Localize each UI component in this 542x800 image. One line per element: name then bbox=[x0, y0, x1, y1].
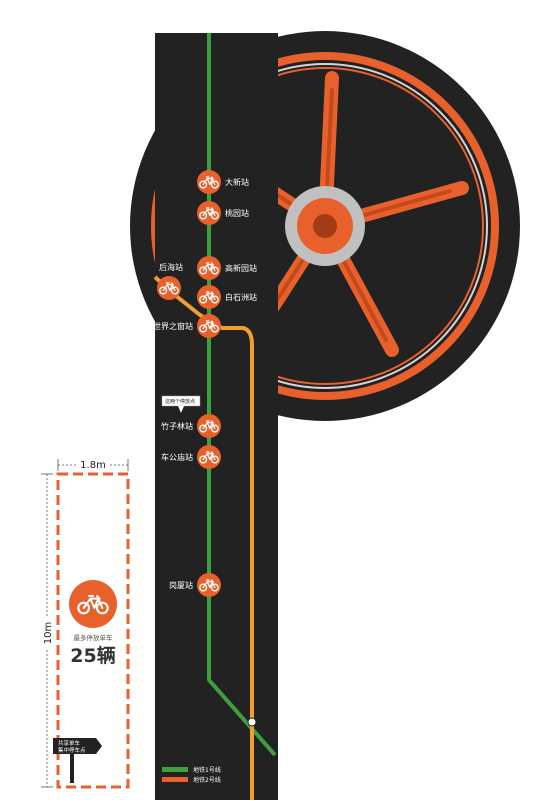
station-houhai: 后海站 bbox=[157, 262, 183, 300]
zone-count: 25辆 bbox=[70, 644, 115, 667]
station-label: 岗厦站 bbox=[169, 580, 193, 590]
station-gaoxinyuan: 高新园站 bbox=[197, 256, 257, 280]
signpost-pole bbox=[70, 745, 74, 783]
station-label: 车公庙站 bbox=[161, 452, 193, 462]
station-label: 世界之窗站 bbox=[153, 321, 193, 331]
zone-height-label: 10m bbox=[43, 622, 54, 644]
station-chegongmiao: 车公庙站 bbox=[161, 445, 221, 469]
station-label: 桃园站 bbox=[225, 208, 249, 218]
station-shijiezhichuang: 世界之窗站 bbox=[153, 314, 221, 338]
station-houhai-label: 后海站 bbox=[159, 262, 183, 272]
signpost-line1: 共享单车 bbox=[58, 739, 81, 747]
legend-line1-swatch bbox=[162, 767, 188, 772]
station-label: 大新站 bbox=[225, 177, 249, 187]
station-label: 白石洲站 bbox=[225, 292, 257, 302]
legend-line1-label: 地铁1号线 bbox=[193, 766, 221, 774]
zone-width-label: 1.8m bbox=[80, 460, 106, 471]
station-label: 高新园站 bbox=[225, 263, 257, 273]
zone-border bbox=[56, 472, 130, 789]
parking-zone: 1.8m 10m 最多停放单车 25辆 共享单车 集中停车点 bbox=[40, 457, 130, 789]
signpost-line2: 集中停车点 bbox=[58, 746, 86, 754]
road-strip bbox=[155, 33, 278, 800]
station-taoyuan: 桃园站 bbox=[197, 201, 249, 225]
signpost-board bbox=[53, 738, 102, 754]
line-intersection-dot bbox=[247, 717, 257, 727]
station-zhuzilin: 竹子林站 bbox=[161, 414, 221, 438]
legend: 地铁1号线 地铁2号线 bbox=[162, 766, 221, 784]
station-baishizhou: 白石洲站 bbox=[197, 285, 257, 309]
station-gangxia: 岗厦站 bbox=[169, 573, 221, 597]
legend-line2-swatch bbox=[162, 777, 188, 782]
zone-caption: 最多停放单车 bbox=[74, 633, 114, 642]
callout-text: 这两个停放点 bbox=[165, 398, 195, 405]
callout-bubble: 这两个停放点 bbox=[161, 395, 201, 413]
station-daxin: 大新站 bbox=[197, 170, 249, 194]
station-label: 竹子林站 bbox=[161, 421, 193, 431]
legend-line2-label: 地铁2号线 bbox=[193, 776, 221, 784]
